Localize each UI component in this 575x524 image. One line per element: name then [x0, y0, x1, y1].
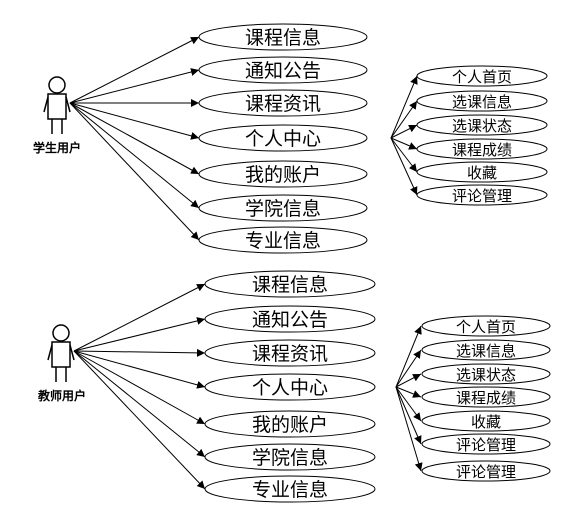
use-case-label: 课程信息: [252, 274, 328, 296]
sub-case-label: 收藏: [467, 164, 497, 182]
teacher-actor-label: 教师用户: [37, 388, 86, 403]
sub-case-label: 评论管理: [456, 436, 516, 454]
student-sub-case: 收藏: [416, 161, 548, 183]
sub-case-label: 选课信息: [456, 342, 516, 360]
teacher-sub-case: 个人首页: [421, 315, 551, 337]
use-case-label: 通知公告: [252, 309, 328, 331]
teacher-sub-links: [395, 325, 423, 472]
student-sub-links: [390, 75, 418, 196]
teacher-sub-case: 评论管理: [421, 433, 551, 455]
sub-case-label: 评论管理: [452, 187, 512, 205]
sub-case-label: 个人首页: [456, 318, 516, 336]
use-case-label: 我的账户: [245, 164, 321, 186]
use-case-label: 专业信息: [245, 230, 321, 252]
use-case-label: 我的账户: [252, 414, 328, 436]
student-actor-icon: [43, 76, 71, 134]
use-case-label: 个人中心: [245, 128, 321, 150]
use-case-label: 课程资讯: [252, 343, 328, 365]
use-case-label: 学院信息: [252, 447, 328, 469]
use-case-label: 课程信息: [245, 27, 321, 49]
teacher-sub-case: 选课信息: [421, 339, 551, 361]
sub-case-label: 选课状态: [456, 366, 516, 384]
student-main-links: [69, 36, 200, 241]
student-sub-case: 评论管理: [416, 184, 548, 206]
student-use-case: 专业信息: [198, 226, 368, 254]
sub-case-label: 选课状态: [452, 117, 512, 135]
sub-case-label: 课程成绩: [456, 389, 516, 407]
teacher-use-case: 专业信息: [204, 475, 376, 503]
student-sub-case: 个人首页: [416, 65, 548, 87]
sub-case-label: 课程成绩: [452, 141, 512, 159]
teacher-main-links: [73, 283, 206, 490]
sub-case-label: 选课信息: [452, 93, 512, 111]
use-case-label: 通知公告: [245, 60, 321, 82]
student-sub-case: 选课状态: [416, 114, 548, 136]
use-case-label: 专业信息: [252, 479, 328, 501]
teacher-sub-case: 选课状态: [421, 363, 551, 385]
student-use-case: 我的账户: [198, 160, 368, 188]
sub-case-label: 个人首页: [452, 68, 512, 86]
teacher-use-case: 课程信息: [204, 270, 376, 298]
student-use-case: 学院信息: [198, 194, 368, 222]
teacher-sub-case: 收藏: [421, 410, 551, 432]
student-sub-case: 选课信息: [416, 90, 548, 112]
teacher-diagram: 教师用户 课程信息 通知公告 课程资讯 个人中心 我的账户: [37, 270, 551, 503]
use-case-label: 个人中心: [252, 377, 328, 399]
sub-case-label: 收藏: [471, 413, 501, 431]
student-use-case: 课程信息: [198, 23, 368, 51]
student-use-case: 通知公告: [198, 56, 368, 84]
use-case-label: 课程资讯: [245, 93, 321, 115]
student-use-case: 个人中心: [198, 124, 368, 152]
student-sub-case: 课程成绩: [416, 138, 548, 160]
student-actor-label: 学生用户: [33, 140, 81, 155]
teacher-use-case: 通知公告: [204, 305, 376, 333]
student-use-case: 课程资讯: [198, 89, 368, 117]
student-diagram: 学生用户 课程信息 通知公告 课程资讯 个人中心 我的账户: [33, 23, 548, 254]
sub-case-label: 评论管理: [456, 463, 516, 481]
teacher-sub-case: 评论管理: [421, 460, 551, 482]
use-case-label: 学院信息: [245, 198, 321, 220]
teacher-use-case: 学院信息: [204, 443, 376, 471]
teacher-use-case: 我的账户: [204, 410, 376, 438]
teacher-sub-case: 课程成绩: [421, 386, 551, 408]
teacher-use-case: 课程资讯: [204, 339, 376, 367]
teacher-actor-icon: [47, 324, 75, 382]
teacher-use-case: 个人中心: [204, 373, 376, 401]
